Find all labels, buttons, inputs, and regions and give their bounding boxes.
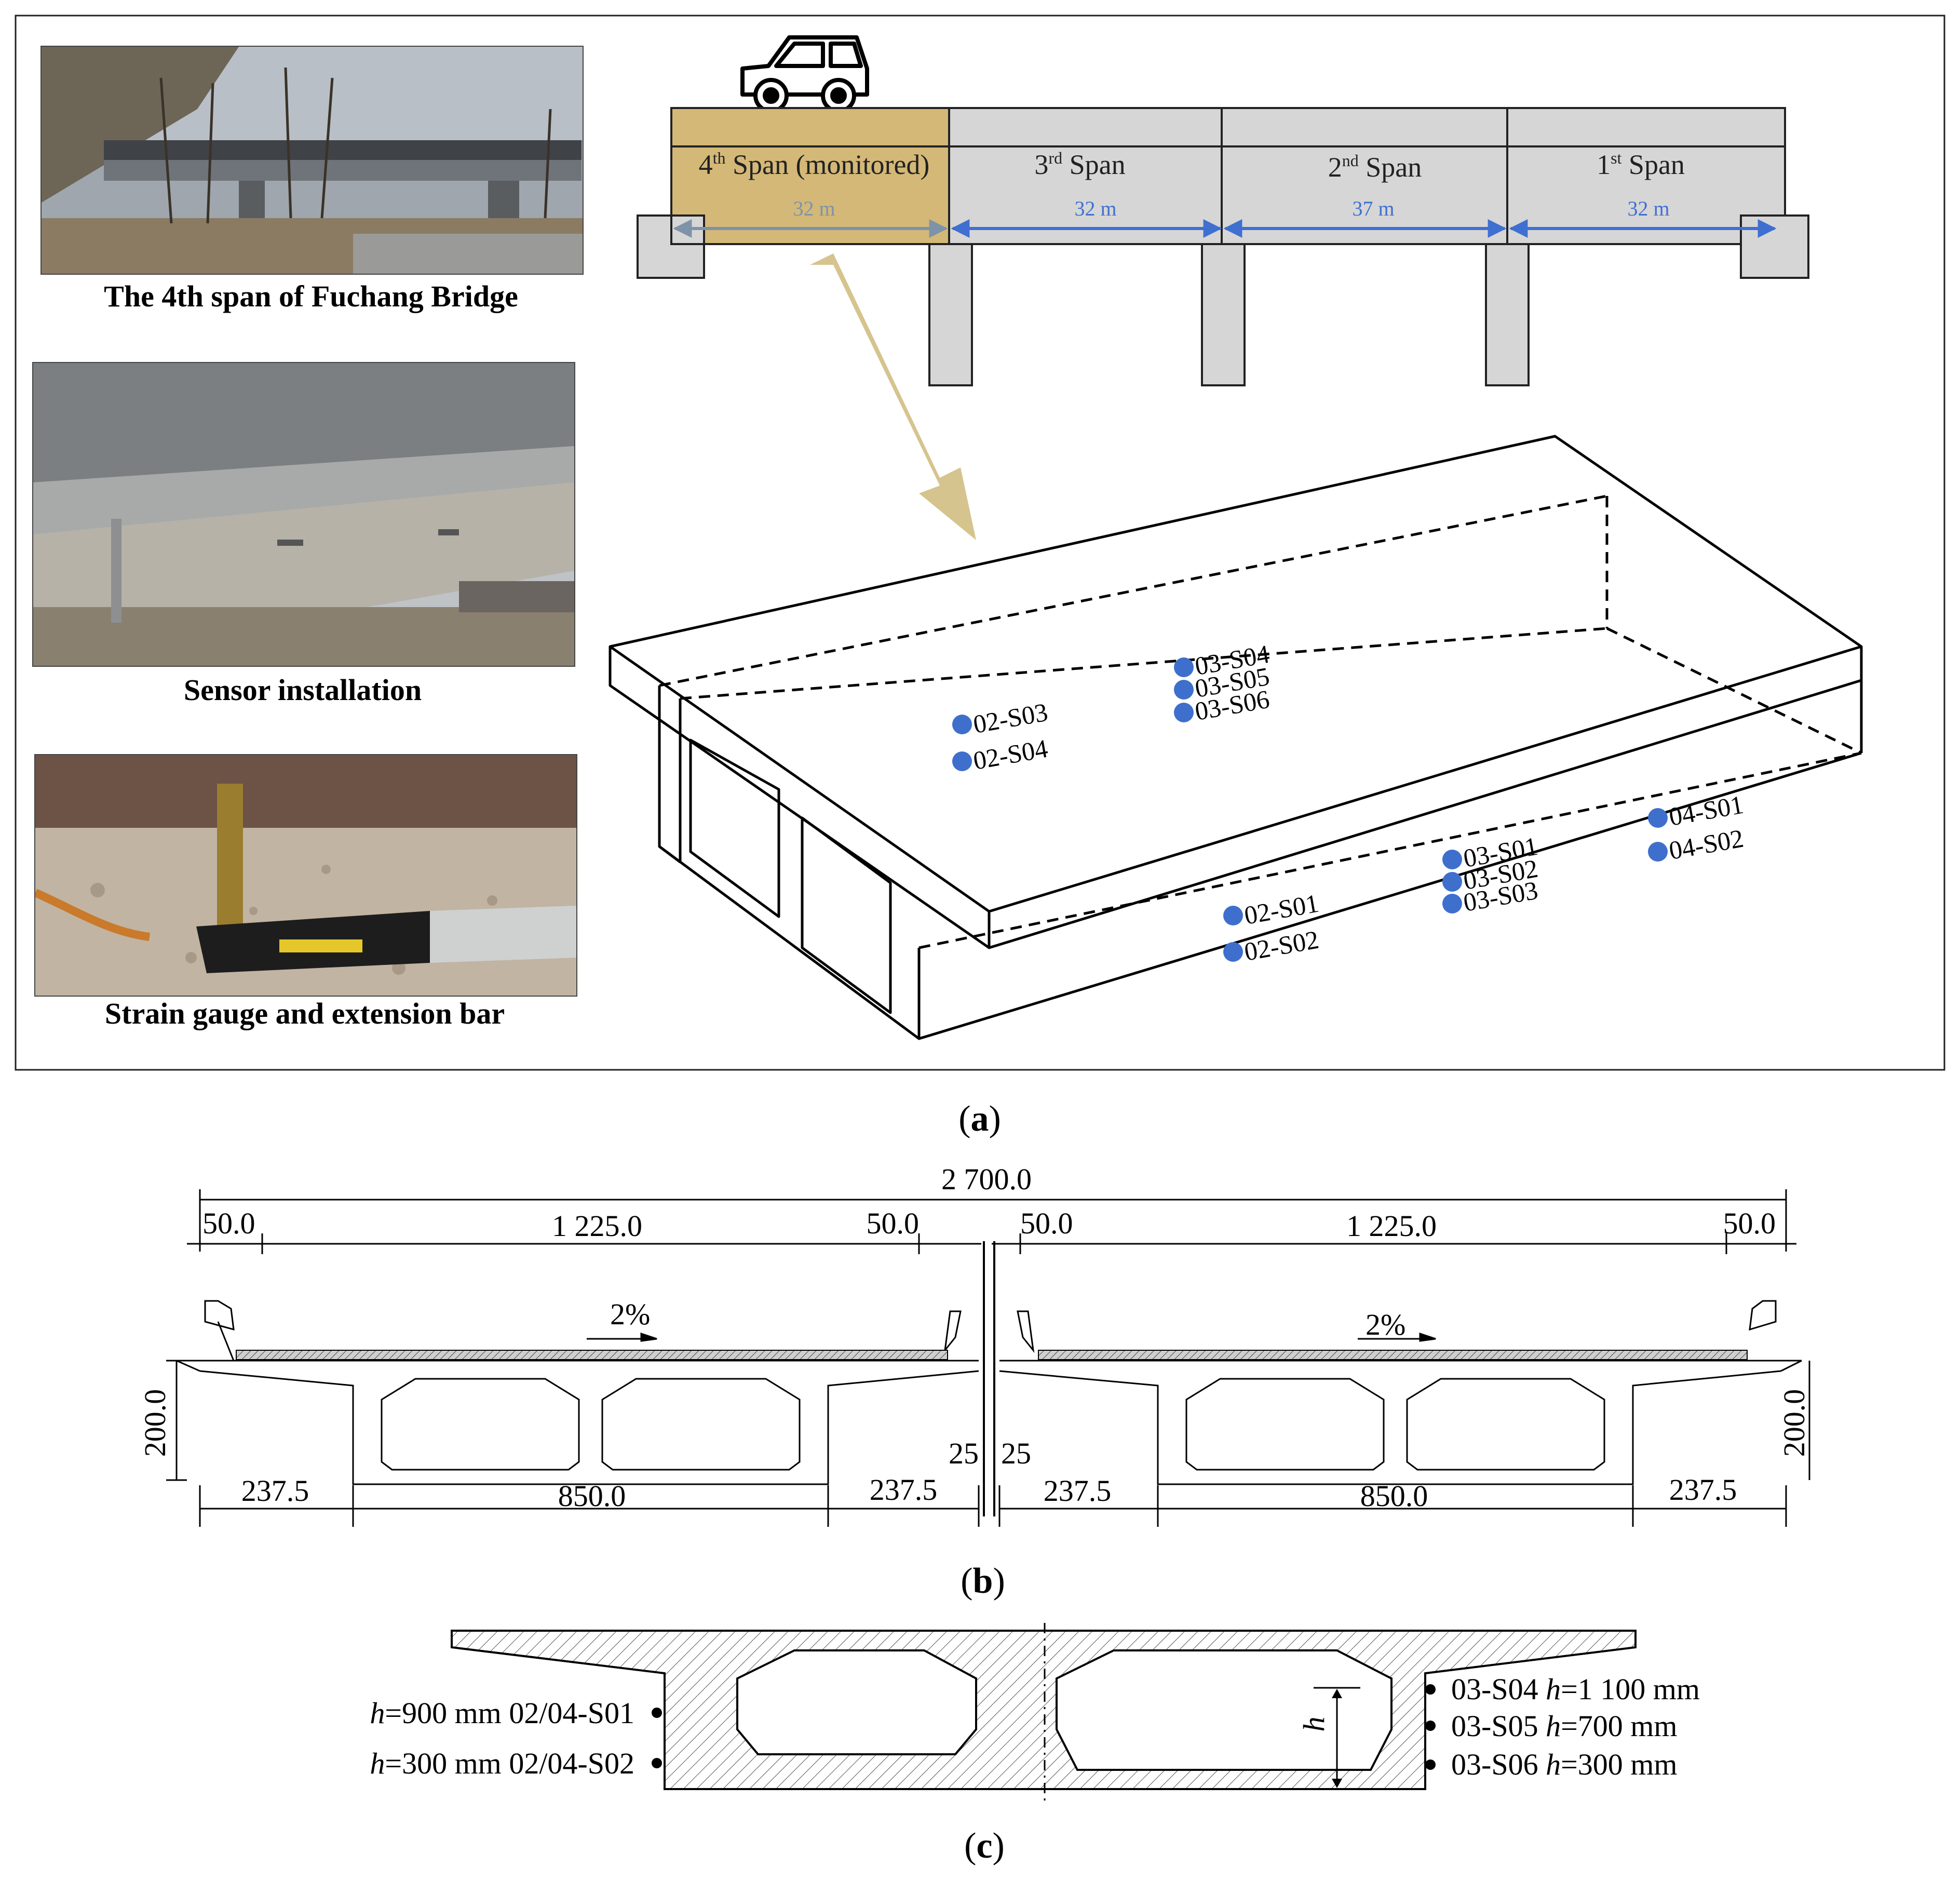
sensor-dot xyxy=(952,751,972,771)
photo-strain-gauge xyxy=(34,754,577,997)
span-4-length: 32 m xyxy=(793,197,835,220)
sensor-dot xyxy=(1174,680,1194,700)
section-c-right-label-3: 03-S06 h=300 mm xyxy=(1451,1748,1678,1781)
sensor-dot xyxy=(1648,842,1668,862)
slope-left: 2% xyxy=(610,1297,650,1331)
dim-bottom-6: 237.5 xyxy=(1669,1473,1737,1507)
sensor-dot xyxy=(1223,942,1243,962)
section-c-drawing xyxy=(451,1623,1637,1805)
dim-height-left: 200.0 xyxy=(138,1389,172,1457)
section-c-h-dimension: h xyxy=(1297,1717,1331,1732)
sensor-dot xyxy=(1174,657,1194,677)
pavement-layer-left xyxy=(236,1350,948,1360)
sensor-dot xyxy=(952,715,972,734)
dim-height-right: 200.0 xyxy=(1777,1389,1811,1457)
girder-3d-sketch xyxy=(609,435,1863,1040)
dim-bottom-3: 237.5 xyxy=(870,1473,938,1507)
photo-sensor-installation xyxy=(32,362,575,667)
monitored-span-pointer-arrow xyxy=(810,253,976,540)
sensor-dot xyxy=(1223,906,1243,925)
dim-gap-right: 25 xyxy=(1001,1436,1031,1470)
pier-3 xyxy=(1485,243,1530,386)
section-c-sensor-dot xyxy=(1425,1759,1436,1770)
dim-top-2: 1 225.0 xyxy=(552,1209,642,1243)
section-c-left-label-1: h=900 mm 02/04-S01 xyxy=(370,1696,634,1730)
span-1-length: 32 m xyxy=(1627,197,1669,220)
slope-right: 2% xyxy=(1366,1308,1405,1341)
span-3-label: 3rd Span xyxy=(1034,149,1125,180)
section-b-drawing xyxy=(166,1189,1810,1527)
dim-top-3: 50.0 xyxy=(867,1206,920,1240)
dim-bottom-2: 850.0 xyxy=(558,1479,626,1513)
girder-hidden-lines xyxy=(659,494,1862,949)
sensor-dot xyxy=(1174,703,1194,722)
pier-2 xyxy=(1201,243,1246,386)
pavement-layer-right xyxy=(1038,1350,1748,1360)
sensor-label: 02-S01 xyxy=(1242,889,1321,930)
dim-bottom-4: 237.5 xyxy=(1044,1474,1112,1508)
section-c-right-label-2: 03-S05 h=700 mm xyxy=(1451,1709,1678,1743)
section-c-sensor-dot xyxy=(1425,1721,1436,1731)
panel-label-c: (c) xyxy=(964,1826,1005,1866)
section-c-left-label-2: h=300 mm 02/04-S02 xyxy=(370,1746,634,1780)
span-4-label: 4th Span (monitored) xyxy=(699,149,930,180)
dim-bottom-1: 237.5 xyxy=(241,1474,309,1508)
sensor-label: 02-S02 xyxy=(1242,925,1321,966)
span-3-length: 32 m xyxy=(1074,197,1116,220)
sensor-dot xyxy=(1442,872,1462,892)
sensor-dot xyxy=(1442,850,1462,869)
dim-gap-left: 25 xyxy=(949,1436,979,1470)
section-c-sensor-dot xyxy=(652,1708,662,1718)
dim-top-1: 50.0 xyxy=(202,1206,255,1240)
section-c-right-label-1: 03-S04 h=1 100 mm xyxy=(1451,1672,1700,1706)
photo-bridge-span xyxy=(40,46,584,275)
sensor-markers xyxy=(952,657,1668,962)
photo-caption-sensor: Sensor installation xyxy=(183,673,422,707)
bridge-elevation xyxy=(637,107,1809,386)
panel-a-frame xyxy=(15,15,1945,1071)
span-2-length: 37 m xyxy=(1352,197,1394,220)
panel-label-a: (a) xyxy=(958,1099,1001,1139)
car-icon xyxy=(740,35,869,113)
panel-label-b: (b) xyxy=(961,1561,1005,1601)
photo-caption-bridge: The 4th span of Fuchang Bridge xyxy=(104,279,518,313)
dim-top-6: 50.0 xyxy=(1723,1206,1776,1240)
abutment-right xyxy=(1740,214,1809,279)
section-c-sensor-dot xyxy=(652,1758,662,1768)
dim-top-4: 50.0 xyxy=(1020,1206,1073,1240)
section-c-sensor-dot xyxy=(1425,1684,1436,1695)
photo-caption-strain-gauge: Strain gauge and extension bar xyxy=(104,997,505,1030)
dim-total-width: 2 700.0 xyxy=(941,1162,1032,1196)
sensor-dot xyxy=(1442,894,1462,913)
dim-top-5: 1 225.0 xyxy=(1346,1209,1437,1243)
sensor-dot xyxy=(1648,808,1668,828)
span-1-label: 1st Span xyxy=(1597,149,1685,180)
span-2-label: 2nd Span xyxy=(1328,151,1422,183)
pier-1 xyxy=(928,243,973,386)
dim-bottom-5: 850.0 xyxy=(1360,1479,1428,1513)
